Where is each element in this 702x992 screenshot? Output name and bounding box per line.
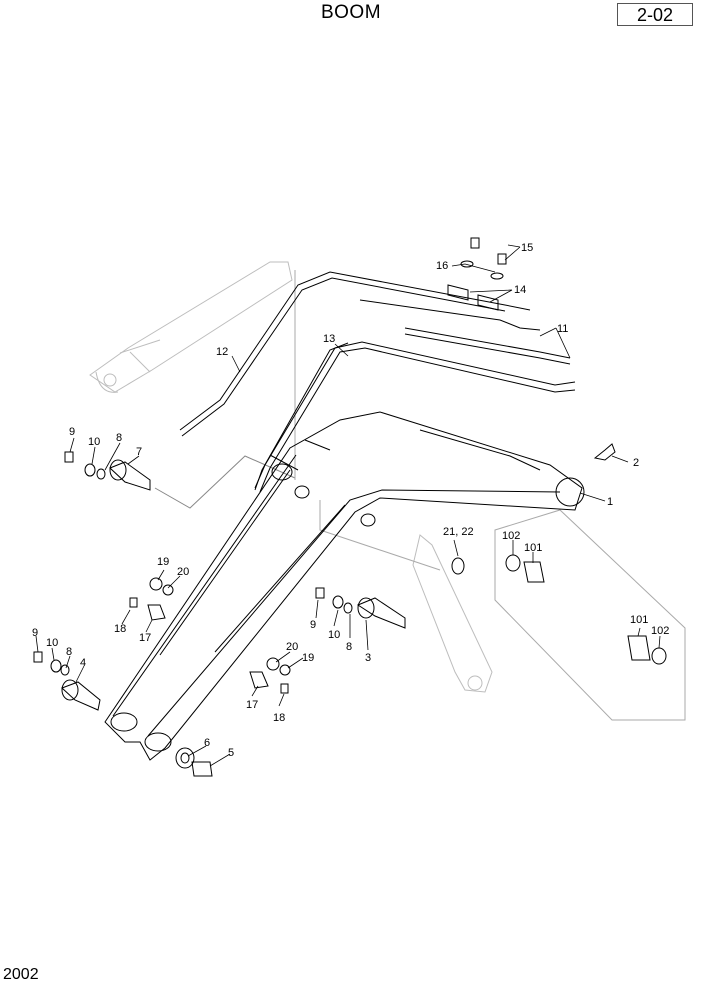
- callout-2: 2: [633, 457, 639, 469]
- callout-8-c: 8: [346, 641, 352, 653]
- callout-21-22: 21, 22: [443, 526, 474, 538]
- pin-4: [61, 679, 101, 711]
- callout-17-a: 17: [139, 632, 151, 644]
- washer-16: [460, 260, 504, 280]
- callout-6: 6: [204, 737, 210, 749]
- callout-15: 15: [521, 242, 533, 254]
- tube-13: [254, 341, 576, 493]
- callout-leaders: [35, 244, 661, 767]
- clamp-group-upper: [129, 577, 174, 621]
- pin-3: [356, 597, 406, 629]
- bushings-101-102: [505, 554, 667, 665]
- callout-20-b: 20: [286, 641, 298, 653]
- callout-17-b: 17: [246, 699, 258, 711]
- tube-11: [359, 299, 571, 365]
- callout-102-b: 102: [651, 625, 669, 637]
- callout-labels: 15 16 14 11 12 13 2 1 9 10 8 7 19 20 18 …: [32, 242, 669, 759]
- callout-8-a: 8: [116, 432, 122, 444]
- callout-4: 4: [80, 657, 86, 669]
- grease-fitting-2: [593, 443, 616, 461]
- callout-10-a: 10: [88, 436, 100, 448]
- callout-9-c: 9: [310, 619, 316, 631]
- callout-5: 5: [228, 747, 234, 759]
- callout-19-b: 19: [302, 652, 314, 664]
- pin-7: [109, 459, 151, 491]
- callout-13: 13: [323, 333, 335, 345]
- year-label: 2002: [3, 966, 39, 983]
- callout-1: 1: [607, 496, 613, 508]
- leader-lines: [154, 270, 686, 721]
- callout-19-a: 19: [157, 556, 169, 568]
- boom-cylinder-ghost: [89, 261, 293, 393]
- page-code-box: 2-02: [617, 3, 693, 26]
- clamp-14: [447, 284, 499, 311]
- callout-102-a: 102: [502, 530, 520, 542]
- washer-21-22: [451, 557, 465, 575]
- callout-9-a: 9: [69, 426, 75, 438]
- callout-9-b: 9: [32, 627, 38, 639]
- callout-18-b: 18: [273, 712, 285, 724]
- callout-14: 14: [514, 284, 526, 296]
- callout-20-a: 20: [177, 566, 189, 578]
- arm-cylinder-ghost: [412, 534, 493, 693]
- callout-7: 7: [136, 446, 142, 458]
- bolt-15: [470, 237, 507, 265]
- callout-11: 11: [557, 323, 568, 335]
- callout-101-a: 101: [524, 542, 542, 554]
- washers-left: [33, 451, 353, 676]
- callout-10-c: 10: [328, 629, 340, 641]
- bushings-5-6: [175, 747, 213, 777]
- callout-16: 16: [436, 260, 448, 272]
- callout-101-b: 101: [630, 614, 648, 626]
- clamp-group-lower: [249, 657, 291, 694]
- callout-3: 3: [365, 652, 371, 664]
- boom-body: [104, 411, 585, 761]
- callout-10-b: 10: [46, 637, 58, 649]
- callout-18-a: 18: [114, 623, 126, 635]
- callout-8-b: 8: [66, 646, 72, 658]
- page-title: BOOM: [320, 2, 382, 23]
- callout-12: 12: [216, 346, 228, 358]
